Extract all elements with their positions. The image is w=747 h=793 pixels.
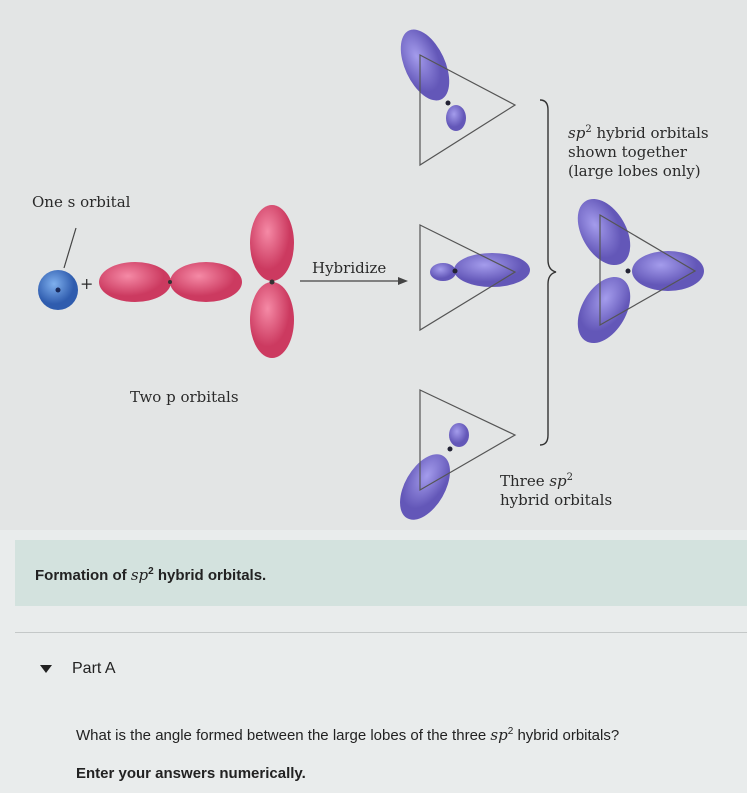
label-line: Three: [500, 472, 550, 490]
superscript: 2: [585, 124, 592, 135]
caption-math: sp: [130, 566, 149, 584]
sp-text: sp: [568, 124, 586, 142]
three-hybrid-label: Three sp2 hybrid orbitals: [500, 468, 612, 510]
plus-sign: +: [80, 274, 94, 293]
superscript: 2: [148, 566, 154, 577]
figure-caption: Formation of sp2 hybrid orbitals.: [15, 540, 747, 606]
question-text: What is the angle formed between the lar…: [76, 726, 619, 744]
sp2-hybrid-orbital-2: [419, 224, 530, 332]
p-orbital-vertical: [250, 205, 294, 358]
brace: [539, 99, 557, 446]
label-line: shown together: [568, 143, 687, 161]
superscript: 2: [507, 726, 514, 737]
orbital-figure: One s orbital + Two p orbitals Hybridize…: [32, 29, 709, 520]
label-line: (large lobes only): [568, 162, 701, 180]
sp2-hybrid-orbital-3: [400, 389, 517, 520]
sp2-hybrid-orbital-1: [400, 29, 517, 167]
label-line: hybrid orbitals: [591, 124, 709, 142]
caption-text: Formation of sp2 hybrid orbitals.: [35, 566, 266, 584]
s-orbital-label: One s orbital: [32, 193, 131, 211]
p-orbital-horizontal: [99, 262, 242, 302]
p-orbitals-label: Two p orbitals: [130, 388, 239, 406]
question-math: sp: [490, 726, 508, 744]
caption-suffix: hybrid orbitals.: [153, 567, 267, 584]
together-label: sp2 hybrid orbitals shown together (larg…: [568, 120, 709, 181]
sp-text: sp: [549, 472, 567, 490]
divider: [15, 632, 747, 633]
superscript: 2: [566, 472, 574, 483]
sp2-combined-orbitals: [577, 198, 704, 344]
orbital-diagram: [38, 29, 704, 520]
caption-prefix: Formation of: [35, 567, 131, 584]
question-prefix: What is the angle formed between the lar…: [76, 727, 491, 744]
hybridize-arrow: [300, 277, 408, 285]
part-a-label: Part A: [72, 660, 116, 677]
collapse-triangle-icon: [40, 664, 52, 673]
part-a-toggle[interactable]: Part A: [40, 660, 116, 678]
hybridize-label: Hybridize: [312, 259, 387, 277]
s-orbital: [38, 227, 78, 310]
label-line: hybrid orbitals: [500, 491, 613, 509]
question-suffix: hybrid orbitals?: [513, 727, 620, 744]
instruction-text: Enter your answers numerically.: [76, 765, 306, 782]
